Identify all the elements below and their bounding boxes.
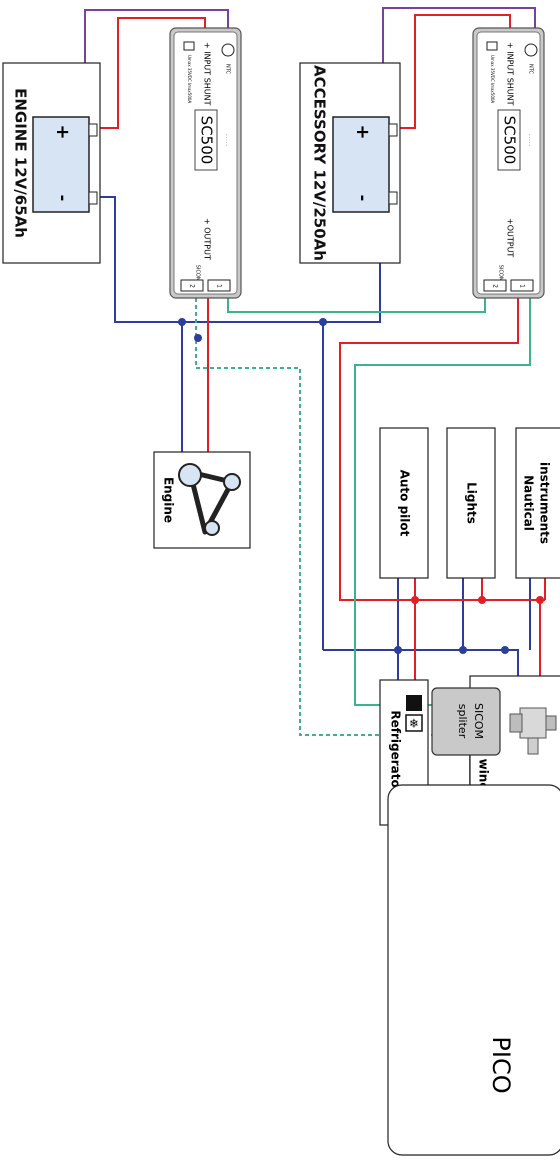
battery-terminal-positive: [388, 123, 398, 137]
lights-label: Lights: [465, 482, 479, 524]
accessory-battery-label: ACCESSORY 12V/250Ah: [311, 65, 329, 261]
pico-label: PICO: [487, 1036, 515, 1093]
battery-small-icon: [183, 41, 195, 51]
engine-load-label: Engine: [162, 477, 176, 523]
output-label: +OUTPUT: [506, 218, 515, 257]
ntc-icon: [524, 43, 538, 57]
sc500-monitor-accessory: NTC + INPUT SHUNT Umax 35VDC Imax500A SC…: [472, 27, 545, 299]
snowflake-icon: [405, 714, 423, 732]
sicom-label: SICOM: [195, 265, 201, 281]
battery-terminal-positive: [88, 123, 98, 137]
load-nautical-instruments: Nautical instruments: [515, 427, 560, 579]
port-1-label: 1: [216, 284, 223, 288]
junction-dot: [501, 646, 509, 654]
accessory-output-wire: [339, 298, 545, 601]
junction-dot: [459, 646, 467, 654]
battery-terminal-negative: [88, 191, 98, 205]
battery-plus-label: +: [352, 124, 373, 139]
nautical-label-line1: Nautical: [522, 475, 536, 531]
battery-terminal-negative: [388, 191, 398, 205]
pulley-icon: [223, 473, 241, 491]
accessory-battery: + - ACCESSORY 12V/250Ah: [299, 62, 401, 264]
ntc-label: NTC: [528, 64, 534, 75]
ntc-icon: [221, 43, 235, 57]
load-autopilot: Auto pilot: [379, 427, 429, 579]
model-label: SC500: [501, 116, 519, 165]
battery-small-icon: [486, 41, 498, 51]
splitter-label-line2: spliter: [456, 704, 469, 739]
sicom-port-1: [510, 279, 534, 292]
snowflake-glyph: ❄: [409, 717, 419, 731]
model-label: SC500: [198, 116, 216, 165]
input-shunt-label: + INPUT SHUNT: [203, 42, 212, 106]
engine-positive-wire: [100, 17, 206, 129]
refrigerator-icon: [406, 695, 422, 711]
sicom-port-1: [207, 279, 231, 292]
sc500-monitor-engine: NTC + INPUT SHUNT Umax 35VDC Imax500A SC…: [169, 27, 242, 299]
spec-label: Umax 35VDC Imax500A: [187, 55, 192, 103]
splitter-label-line1: SICOM: [472, 703, 485, 739]
sicom-link-wire: [227, 298, 486, 313]
winch-icon: [509, 707, 557, 755]
sicom-label: SICOM: [498, 265, 504, 281]
engine-sense-wire: [84, 9, 229, 63]
battery-plus-label: +: [52, 124, 73, 139]
port-2-label: 2: [492, 284, 499, 288]
junction-dot: [478, 596, 486, 604]
brand-mark: · · · · ·: [527, 134, 532, 145]
engine-battery-label: ENGINE 12V/65Ah: [12, 88, 30, 238]
sicom-dashed-wire: [195, 298, 432, 736]
battery-minus-label: -: [354, 195, 373, 202]
port-2-label: 2: [189, 284, 196, 288]
pulley-icon: [204, 520, 220, 536]
junctions: [178, 318, 544, 654]
display-screen: [497, 109, 521, 171]
engine-load: Engine: [153, 451, 251, 549]
nautical-label-line2: instruments: [538, 462, 552, 544]
junction-dot: [536, 596, 544, 604]
junction-dot: [394, 646, 402, 654]
battery-icon: [32, 116, 90, 213]
sicom-splitter: SICOM spliter: [431, 687, 501, 756]
refrigerator-label: Refrigerator: [389, 710, 403, 793]
load-lights: Lights: [446, 427, 496, 579]
accessory-positive-wire: [400, 14, 511, 129]
battery-minus-label: -: [54, 195, 73, 202]
spec-label: Umax 35VDC Imax500A: [490, 55, 495, 103]
junction-dot: [194, 334, 202, 342]
junction-dot: [319, 318, 327, 326]
pulley-icon: [178, 463, 202, 487]
display-screen: [194, 109, 218, 171]
junction-dot: [411, 596, 419, 604]
sicom-port-2: [180, 279, 204, 292]
accessory-sense-wire: [382, 7, 536, 63]
ntc-label: NTC: [225, 64, 231, 75]
sicom-port-2: [483, 279, 507, 292]
output-label: + OUTPUT: [203, 218, 212, 260]
junction-dot: [178, 318, 186, 326]
wires: [84, 7, 546, 785]
engine-battery: + - ENGINE 12V/65Ah: [2, 62, 101, 264]
brand-mark: · · · · ·: [224, 134, 229, 145]
belt-icon: [187, 469, 235, 535]
port-1-label: 1: [519, 284, 526, 288]
pico-display: PICO: [387, 784, 560, 1156]
autopilot-label: Auto pilot: [398, 470, 412, 537]
input-shunt-label: + INPUT SHUNT: [506, 42, 515, 106]
battery-icon: [332, 116, 390, 213]
